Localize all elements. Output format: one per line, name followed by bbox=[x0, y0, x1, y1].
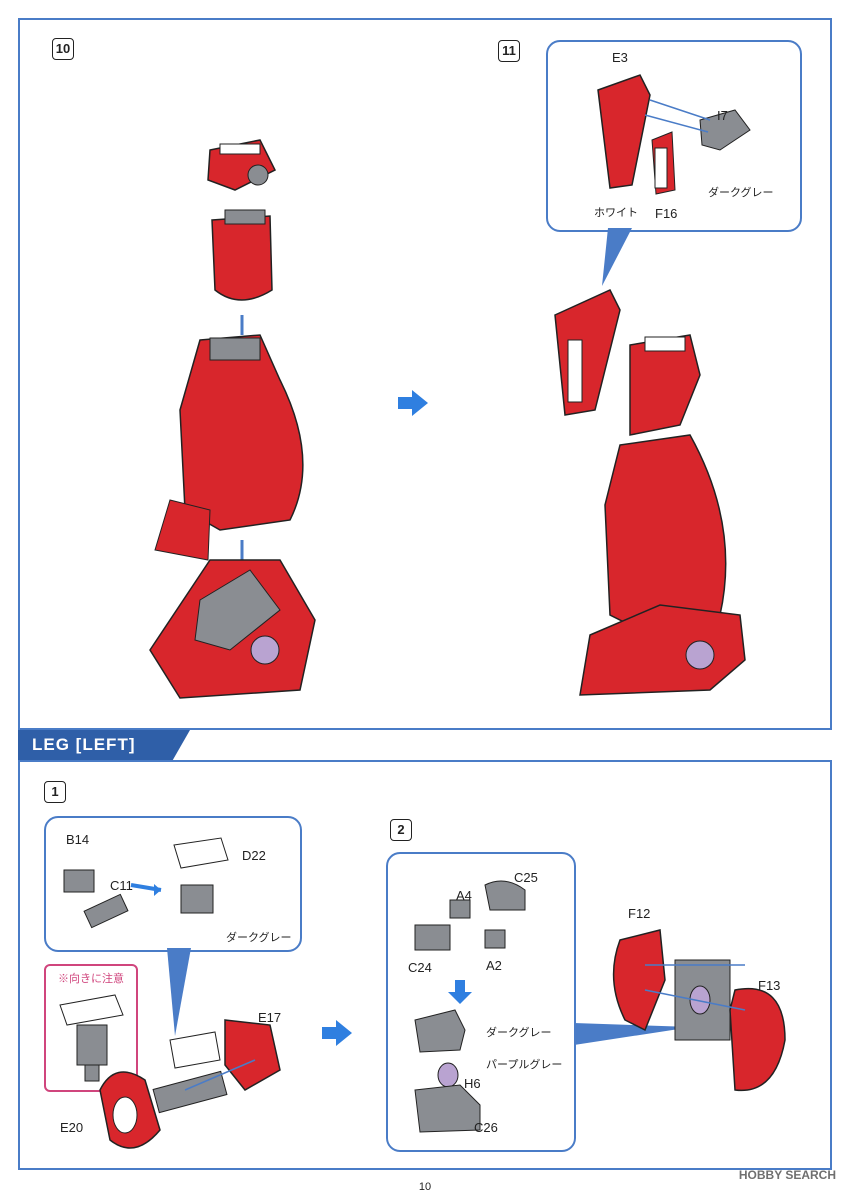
orientation-notice-text: ※向きに注意 bbox=[58, 973, 124, 985]
label-e17: E17 bbox=[258, 1010, 282, 1025]
watermark: HOBBY SEARCH bbox=[738, 1168, 836, 1182]
page-number: 10 bbox=[418, 1181, 432, 1193]
step-2-number: 2 bbox=[390, 819, 412, 841]
label-dark-gray-1: ダークグレー bbox=[226, 932, 292, 944]
step-2-callout-pointer bbox=[574, 1023, 692, 1045]
step-1-leg-illustration bbox=[99, 1019, 281, 1149]
step-11-detail-callout bbox=[546, 40, 802, 232]
label-f12: F12 bbox=[628, 906, 651, 921]
label-c24: C24 bbox=[408, 960, 432, 975]
step-10-leg-illustration bbox=[149, 139, 316, 699]
step-11-number: 11 bbox=[498, 40, 520, 62]
label-f16: F16 bbox=[655, 206, 678, 221]
orientation-notice-part bbox=[59, 994, 124, 1082]
label-e3: E3 bbox=[612, 50, 628, 65]
section-title-leg-left: LEG [LEFT] bbox=[18, 730, 190, 760]
label-h6: H6 bbox=[464, 1076, 481, 1091]
label-a2: A2 bbox=[486, 958, 502, 973]
next-step-arrow bbox=[398, 390, 428, 416]
label-white: ホワイト bbox=[594, 207, 638, 219]
callout-pointer bbox=[602, 228, 632, 286]
label-i7: I7 bbox=[717, 108, 728, 123]
label-a4: A4 bbox=[456, 888, 472, 903]
step-11-detail-parts bbox=[597, 74, 751, 195]
label-c11: C11 bbox=[110, 878, 133, 893]
step-1-callout-pointer bbox=[167, 948, 191, 1036]
label-f13: F13 bbox=[758, 978, 781, 993]
step-10-number: 10 bbox=[52, 38, 74, 60]
step-11-leg-illustration bbox=[554, 289, 746, 696]
label-c26: C26 bbox=[474, 1120, 498, 1135]
label-dark-gray-11: ダークグレー bbox=[708, 187, 774, 199]
step-1-to-2-arrow bbox=[322, 1020, 352, 1046]
step-2-leg-illustration bbox=[612, 929, 786, 1092]
step-1-number: 1 bbox=[44, 781, 66, 803]
label-e20: E20 bbox=[60, 1120, 84, 1135]
label-purple-gray: パープルグレー bbox=[486, 1059, 563, 1071]
step-1-detail-parts bbox=[63, 837, 229, 929]
label-c25: C25 bbox=[514, 870, 538, 885]
step-2-detail-parts bbox=[414, 880, 526, 1133]
label-d22: D22 bbox=[242, 848, 266, 863]
label-dark-gray-2: ダークグレー bbox=[486, 1027, 552, 1039]
label-b14: B14 bbox=[66, 832, 90, 847]
